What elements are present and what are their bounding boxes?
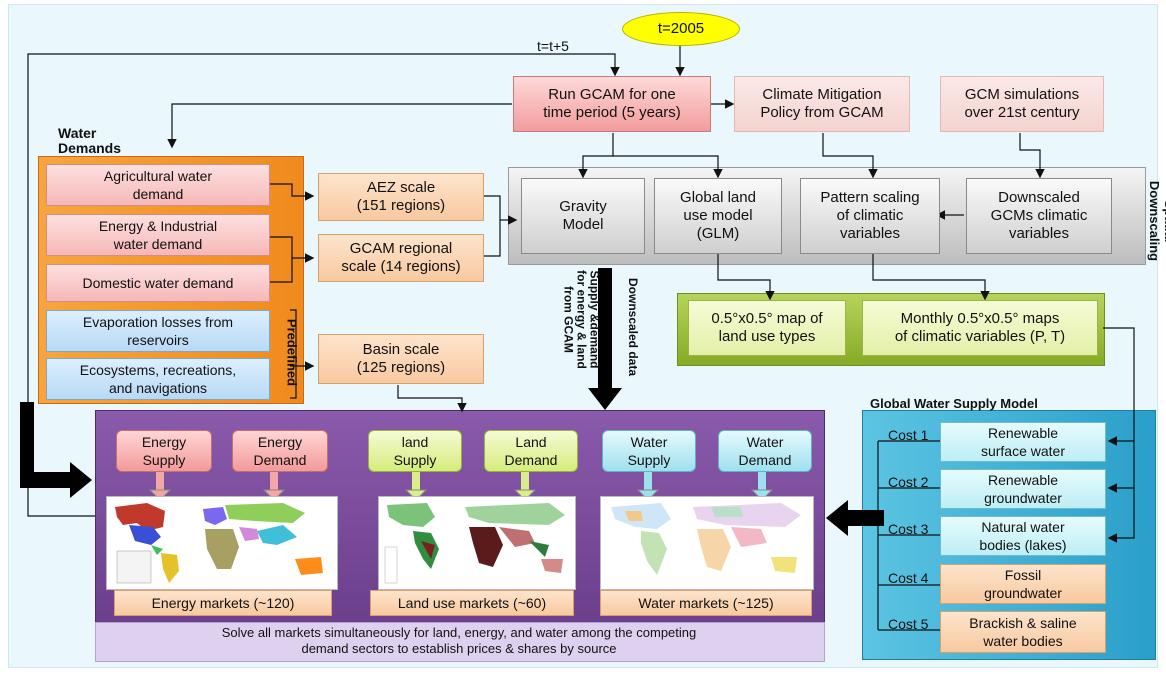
gcam-regional-scale-box: GCAM regional scale (14 regions): [318, 234, 484, 282]
downscaled-gcms-box: Downscaled GCMs climatic variables: [966, 178, 1112, 254]
predefined-bracket: [290, 309, 297, 399]
water-markets-label: Water markets (~125): [600, 590, 812, 616]
run-gcam-box: Run GCAM for one time period (5 years): [513, 76, 711, 132]
arrow-pattern-to-climatemap: [872, 254, 990, 301]
evaporation-box: Evaporation losses from reservoirs: [46, 310, 270, 352]
arrow-glm-to-landmap: [717, 254, 775, 301]
water-supply-box: Water Supply: [602, 430, 696, 472]
gravity-model-box: Gravity Model: [521, 178, 645, 254]
glm-box: Global land use model (GLM): [654, 178, 782, 254]
arrow-ag-to-aez: [270, 183, 315, 201]
climatic-map-box: Monthly 0.5°x0.5° maps of climatic varia…: [862, 300, 1098, 356]
energy-markets-label: Energy markets (~120): [114, 590, 332, 616]
renewable-surface-water-box: Renewable surface water: [940, 422, 1106, 462]
arrow-gcam-to-demands: [167, 103, 512, 149]
spatial-downscaling-label: Spatial Downscaling: [1147, 180, 1166, 262]
land-use-map-image: [378, 496, 576, 590]
solve-bar: [95, 622, 825, 662]
gcm-simulations-box: GCM simulations over 21st century: [940, 76, 1104, 132]
arrow-scales-to-gravity: [484, 195, 501, 257]
aez-scale-box: AEZ scale (151 regions): [318, 173, 484, 221]
ecosystems-box: Ecosystems, recreations, and navigations: [46, 358, 270, 400]
domestic-demand-box: Domestic water demand: [46, 264, 270, 302]
arrow-policy-to-pattern: [822, 133, 878, 179]
land-supply-box: land Supply: [368, 430, 462, 472]
land-markets-label: Land use markets (~60): [370, 590, 574, 616]
energy-supply-box: Energy Supply: [116, 430, 212, 472]
energy-demand-box: Energy Demand: [232, 430, 328, 472]
start-ellipse: t=2005: [622, 12, 740, 46]
supply-demand-vertical-text: Supply &demand for energy & land from GC…: [561, 270, 602, 369]
predefined-label: Predefined: [284, 318, 300, 387]
thick-arrow-supply-to-markets: [826, 500, 884, 536]
thick-arrow-demands-to-markets: [20, 402, 92, 498]
cost-4-label: Cost 4: [888, 570, 929, 586]
land-demand-box: Land Demand: [484, 430, 578, 472]
agricultural-demand-box: Agricultural water demand: [46, 164, 270, 206]
brackish-saline-box: Brackish & saline water bodies: [940, 611, 1106, 653]
land-use-map-box: 0.5°x0.5° map of land use types: [688, 300, 846, 356]
solve-text: Solve all markets simultaneously for lan…: [221, 625, 697, 656]
thick-arrow-downscaled-to-markets: [588, 268, 622, 410]
renewable-groundwater-box: Renewable groundwater: [940, 469, 1106, 509]
natural-water-bodies-box: Natural water bodies (lakes): [940, 516, 1106, 556]
loop-label: t=t+5: [537, 38, 569, 54]
cost-5-label: Cost 5: [888, 616, 929, 632]
water-demand-box: Water Demand: [718, 430, 812, 472]
pattern-scaling-box: Pattern scaling of climatic variables: [800, 178, 940, 254]
arrow-gcm-to-downscaled: [1019, 133, 1045, 179]
water-supply-title: Global Water Supply Model: [870, 396, 1038, 411]
arrow-basin-to-markets: [397, 385, 467, 413]
cost-1-label: Cost 1: [888, 427, 929, 443]
arrow-gcam-split: [578, 133, 614, 179]
cost-3-label: Cost 3: [888, 521, 929, 537]
cost-2-label: Cost 2: [888, 474, 929, 490]
water-basins-map-image: [600, 496, 814, 590]
basin-scale-box: Basin scale (125 regions): [318, 334, 484, 384]
climate-policy-box: Climate Mitigation Policy from GCAM: [734, 76, 910, 132]
downscaled-data-vertical-text: Downscaled data: [626, 277, 640, 377]
water-demands-title: Water Demands: [58, 125, 122, 156]
energy-industrial-demand-box: Energy & Industrial water demand: [46, 214, 270, 256]
loop-line: [27, 53, 620, 517]
fossil-groundwater-box: Fossil groundwater: [940, 564, 1106, 604]
energy-regions-map-image: [106, 496, 338, 590]
arrow-maps-to-supply: [1103, 327, 1135, 543]
arrow-energy-to-gcam-regional: [270, 236, 293, 283]
